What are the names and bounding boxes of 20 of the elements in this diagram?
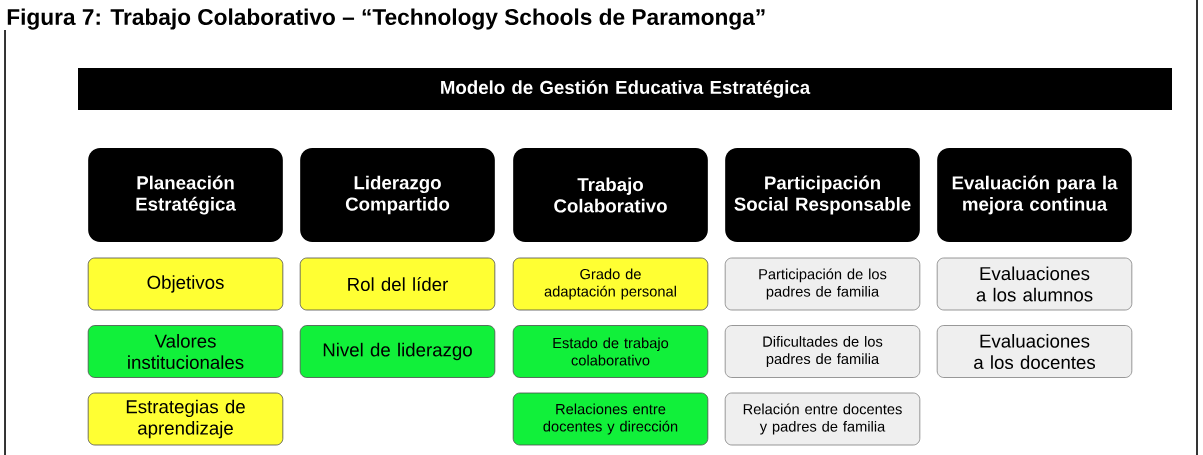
item-box: Rol del líder [299,257,496,311]
category-box: Liderazgo Compartido [300,148,495,242]
category-box: Participación Social Responsable [725,148,920,242]
item-box: Objetivos [87,257,284,311]
item-box: Participación de los padres de familia [724,257,921,311]
item-box: Relaciones entre docentes y dirección [512,392,709,446]
item-box: Relación entre docentes y padres de familia [724,392,921,446]
item-box: Dificultades de los padres de familia [724,325,921,378]
category-box: Trabajo Colaborativo [513,148,708,242]
category-box: Planeación Estratégica [88,148,283,242]
item-box: Valores institucionales [87,325,284,378]
item-box: Estado de trabajo colaborativo [512,325,709,378]
category-box: Evaluación para la mejora continua [937,148,1132,242]
item-box: Nivel de liderazgo [299,325,496,378]
item-box: Evaluaciones a los alumnos [936,257,1133,311]
item-box: Evaluaciones a los docentes [936,325,1133,378]
header-bar: Modelo de Gestión Educativa Estratégica [78,68,1172,110]
item-box: Estrategias de aprendizaje [87,392,284,446]
figure-title: Figura 7: Trabajo Colaborativo – “Technology Schools de Paramonga” [7,8,765,30]
item-box: Grado de adaptación personal [512,257,709,311]
